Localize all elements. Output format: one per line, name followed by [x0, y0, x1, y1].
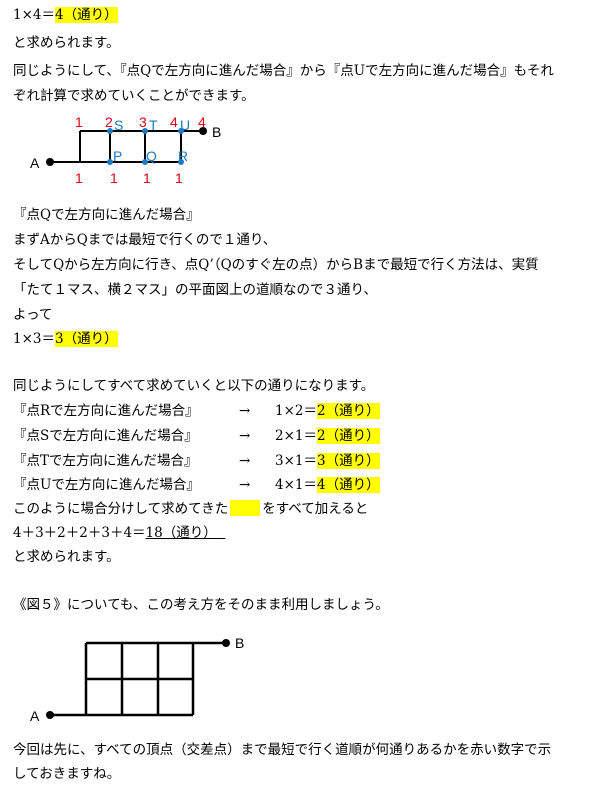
red-count: 4: [170, 114, 178, 130]
arrow-icon: →: [239, 453, 251, 469]
summary-row-calc: 4×1＝: [275, 477, 317, 493]
point-t-label: T: [149, 117, 158, 133]
summary-row: 『点Rで左方向に進んだ場合』 → 1×2＝2（通り）: [13, 402, 380, 420]
total-calc: 4＋3＋2＋2＋3＋4＝: [13, 525, 146, 541]
highlight-blank: [230, 500, 261, 516]
sum-sentence: このように場合分けして求めてきた をすべて加えると: [13, 500, 368, 518]
figure-1-grid: A B 1 2 3 4 4 1 1 1 1 S T U P Q R: [30, 114, 221, 186]
text-line: よって: [13, 307, 53, 323]
top-calc-line: 1×4＝4（通り）: [13, 6, 118, 24]
text-line: 今回は先に、すべての頂点（交差点）まで最短で行く道順が何通りあるかを赤い数字で示: [13, 742, 552, 758]
summary-row-calc: 2×1＝: [275, 428, 317, 444]
section-q-result: 3（通り）: [55, 331, 118, 347]
point-p-dot: [107, 159, 113, 165]
point-a-label: A: [30, 155, 40, 171]
text-line: 同じようにして、『点Qで左方向に進んだ場合』から『点Uで左方向に進んだ場合』もそ…: [13, 63, 554, 79]
point-s-label: S: [114, 117, 123, 133]
summary-row-label: 『点Uで左方向に進んだ場合』: [13, 477, 200, 493]
point-q-label: Q: [146, 148, 157, 164]
top-calc: 1×4＝: [13, 7, 55, 23]
text-line: と求められます。: [13, 549, 120, 565]
text-line: 同じようにしてすべて求めていくと以下の通りになります。: [13, 378, 375, 394]
text-line: しておきますね。: [13, 766, 121, 782]
sum-pre-text: このように場合分けして求めてきた: [13, 501, 229, 517]
arrow-icon: →: [239, 403, 251, 419]
point-p-label: P: [113, 148, 122, 164]
point-u-dot: [178, 128, 184, 134]
point-r-label: R: [178, 148, 188, 164]
text-line: と求められます。: [13, 35, 120, 51]
section-heading: 『点Qで左方向に進んだ場合』: [13, 207, 200, 223]
red-count: 1: [75, 114, 83, 130]
point-t-dot: [142, 128, 148, 134]
point-a-dot: [46, 158, 54, 166]
point-q-dot: [142, 159, 148, 165]
arrow-icon: →: [239, 428, 251, 444]
summary-row-result: 4（通り）: [317, 477, 380, 493]
point-s-dot: [107, 128, 113, 134]
red-count: 1: [75, 170, 83, 186]
point-b-label: B: [212, 124, 221, 140]
section-q-calc: 1×3＝: [13, 331, 55, 347]
summary-row: 『点Tで左方向に進んだ場合』 → 3×1＝3（通り）: [13, 452, 380, 470]
section-q-calc-line: 1×3＝3（通り）: [13, 330, 118, 348]
summary-row-calc: 1×2＝: [275, 403, 317, 419]
summary-row-label: 『点Sで左方向に進んだ場合』: [13, 428, 198, 444]
figure-5-intro: 《図５》についても、この考え方をそのまま利用しましょう。: [13, 597, 389, 613]
red-count: 1: [143, 170, 151, 186]
text-line: そしてQから左方向に行き、点Q’（Qのすぐ左の点）からBまで最短で行く方法は、実…: [13, 257, 539, 273]
text-line: まずAからQまでは最短で行くので１通り、: [13, 232, 277, 248]
summary-row-label: 『点Tで左方向に進んだ場合』: [13, 453, 198, 469]
summary-row-result: 3（通り）: [317, 453, 380, 469]
point-b-dot: [199, 127, 207, 135]
point-a-label: A: [30, 708, 40, 724]
summary-row-calc: 3×1＝: [275, 453, 317, 469]
text-line: ぞれ計算で求めていくことができます。: [13, 88, 255, 104]
red-count: 4: [198, 114, 206, 130]
summary-row: 『点Uで左方向に進んだ場合』 → 4×1＝4（通り）: [13, 476, 380, 494]
summary-row: 『点Sで左方向に進んだ場合』 → 2×1＝2（通り）: [13, 427, 380, 445]
summary-row-result: 2（通り）: [317, 428, 380, 444]
total-result: 18（通り）: [145, 525, 217, 541]
point-u-label: U: [180, 117, 190, 133]
red-count: 3: [139, 114, 147, 130]
point-b-dot: [222, 639, 230, 647]
top-result: 4（通り）: [55, 7, 118, 23]
total-calc-line: 4＋3＋2＋2＋3＋4＝18（通り）: [13, 524, 225, 542]
sum-post-text: をすべて加えると: [262, 501, 369, 517]
red-count: 1: [110, 170, 118, 186]
point-a-dot: [46, 711, 54, 719]
red-count: 2: [105, 114, 113, 130]
summary-row-label: 『点Rで左方向に進んだ場合』: [13, 403, 199, 419]
red-count: 1: [175, 170, 183, 186]
summary-row-result: 2（通り）: [317, 403, 380, 419]
arrow-icon: →: [239, 477, 251, 493]
text-line: 「たて１マス、横２マス」の平面図上の道順なので３通り、: [13, 282, 377, 298]
point-b-label: B: [235, 635, 244, 651]
point-r-dot: [178, 159, 184, 165]
